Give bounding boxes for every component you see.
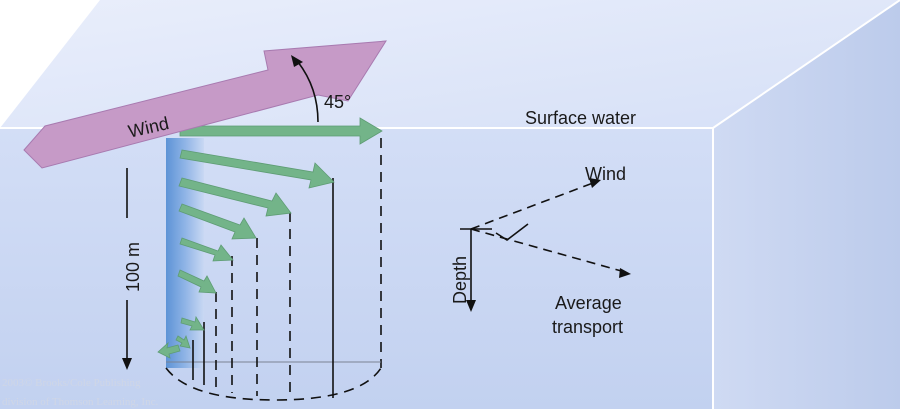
copyright-line-2: division of Thomson Learning, Inc. [2, 396, 158, 408]
transport-arrow-7 [180, 315, 205, 331]
transport-arrow-5 [179, 237, 234, 262]
transport-arrow-6 [177, 269, 217, 294]
depth-cylinder [165, 138, 382, 401]
transport-arrow-bottom [157, 341, 181, 359]
wind-arrow [23, 40, 387, 169]
transport-arrow-3 [178, 177, 292, 217]
transport-arrow-8 [175, 334, 191, 349]
transport-arrow-4 [178, 203, 257, 240]
inset-wind-label: Wind [585, 164, 626, 184]
depth-scale-arrowhead [122, 358, 132, 370]
inset-angle-mark [495, 223, 529, 241]
inset-depth-arrowhead [466, 300, 476, 312]
copyright-line-1: 2003© Brooks/Cole Publishing [2, 377, 141, 389]
transport-arrow-surface [179, 117, 383, 145]
depth-scale-label: 100 m [123, 242, 143, 292]
angle-arc-head [291, 55, 303, 67]
angle-label: 45° [324, 92, 351, 112]
inset-wind-arrowhead [589, 178, 601, 188]
inset-depth-label: Depth [450, 256, 470, 304]
inset-transport-arrowhead [619, 268, 631, 278]
inset-vectors [460, 182, 626, 304]
angle-arc [297, 61, 319, 123]
transport-arrows [157, 117, 383, 359]
block-edge-top-right [712, 0, 900, 129]
inset-transport-vector [470, 228, 626, 273]
water-column [166, 138, 204, 368]
water-block-side [713, 0, 900, 409]
transport-arrow-2 [179, 149, 335, 189]
avg-transport-label-line2: transport [552, 317, 623, 337]
surface-water-label: Surface water [525, 108, 636, 128]
inset-wind-vector [470, 182, 594, 230]
avg-transport-label-line1: Average [555, 293, 622, 313]
